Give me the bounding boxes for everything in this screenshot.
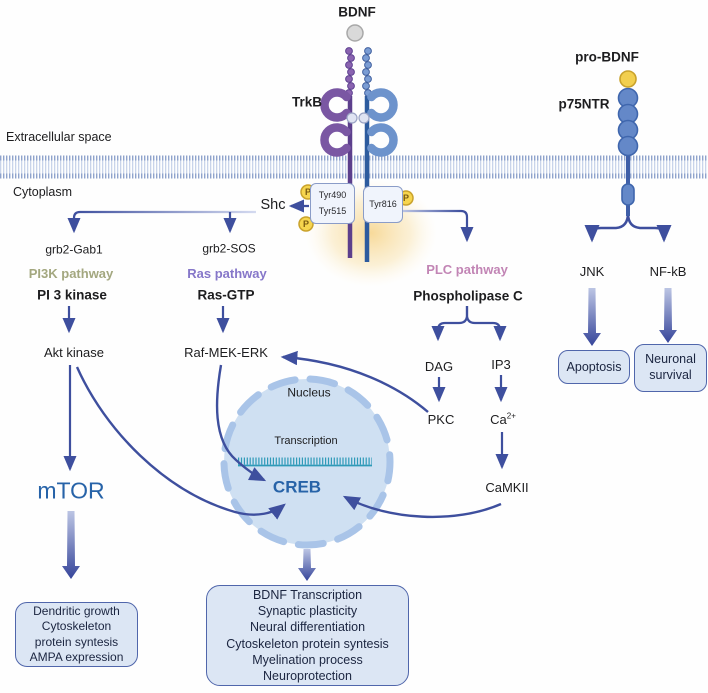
apoptosis-box: Apoptosis xyxy=(558,350,630,384)
nfkb-to-survival-arrow xyxy=(659,288,677,343)
jnk-to-apoptosis-arrow xyxy=(583,288,601,346)
plc-pathway-label: PLC pathway xyxy=(426,261,508,277)
mtor-outcomes-box: Dendritic growth Cytoskeleton protein sy… xyxy=(15,602,138,667)
trkb-bead-chain-blue xyxy=(362,47,372,97)
mtor-to-box-arrow xyxy=(62,511,80,579)
ca2-base: Ca xyxy=(490,412,507,428)
shc-branch-connector xyxy=(67,210,256,234)
nucleus-label: Nucleus xyxy=(287,385,331,400)
creb-outcomes-box: BDNF Transcription Synaptic plasticity N… xyxy=(206,585,409,686)
outcome-arrows xyxy=(62,288,677,581)
jnk-label: JNK xyxy=(579,263,605,279)
raf-to-creb-curve xyxy=(215,364,267,482)
pkc-to-raf-curve xyxy=(280,350,429,413)
pro-bdnf-ligand-sphere xyxy=(619,70,637,88)
shc-label: Shc xyxy=(260,197,286,214)
phospholipase-c-label: Phospholipase C xyxy=(413,288,523,304)
ca2-sup: 2+ xyxy=(506,411,516,421)
phosphate-label: P xyxy=(303,219,309,229)
trkb-domains-blue xyxy=(367,88,398,157)
ip3-label: IP3 xyxy=(491,356,511,372)
nucleus-to-box-arrow xyxy=(298,549,316,581)
ca2-label: Ca2+ xyxy=(490,411,516,428)
p75-juxtamembrane-domain xyxy=(621,183,635,206)
bdnf-label: BDNF xyxy=(338,4,376,20)
transcription-label: Transcription xyxy=(274,434,338,447)
trkb-label: TrkB xyxy=(291,94,323,110)
phosphate-label: P xyxy=(305,187,311,197)
pro-bdnf-label: pro-BDNF xyxy=(575,49,639,65)
tyr816-label: Tyr816 xyxy=(369,199,397,209)
cytoplasm-label: Cytoplasm xyxy=(13,185,73,199)
trkb-bead-chain-purple xyxy=(345,47,355,97)
cell-membrane xyxy=(0,155,708,179)
plc-fork-right xyxy=(465,306,507,342)
tyr515-label: Tyr515 xyxy=(318,206,347,216)
grb2-gab1-label: grb2-Gab1 xyxy=(45,242,103,257)
ras-gtp-label: Ras-GTP xyxy=(197,287,255,303)
akt-kinase-label: Akt kinase xyxy=(44,344,104,360)
nucleus-shape xyxy=(220,375,394,549)
p75ntr-receptor xyxy=(617,70,639,216)
nfkb-label: NF-kB xyxy=(649,263,687,279)
ras-pathway-label: Ras pathway xyxy=(187,265,267,281)
plc-fork-left xyxy=(431,306,469,342)
phosphate-label: P xyxy=(403,193,409,203)
grb2-sos-label: grb2-SOS xyxy=(202,241,256,256)
bdnf-ligand-sphere xyxy=(346,24,364,42)
phosphate-icon xyxy=(298,216,314,232)
neuronal-survival-box: Neuronal survival xyxy=(634,344,707,392)
p75-to-nfkb-arrow xyxy=(626,212,672,243)
pathway-arrows xyxy=(62,199,672,520)
extracellular-space-label: Extracellular space xyxy=(6,130,112,144)
pkc-label: PKC xyxy=(427,411,455,427)
pi3-kinase-label: PI 3 kinase xyxy=(37,287,107,303)
akt-to-creb-curve xyxy=(75,366,286,520)
camkii-label: CaMKII xyxy=(485,479,529,495)
p75ntr-label: p75NTR xyxy=(558,96,610,112)
tyr490-label: Tyr490 xyxy=(318,190,347,200)
p75-to-jnk-arrow xyxy=(584,212,630,243)
trkb-domains-purple xyxy=(320,88,351,157)
tyr490-515-box: Tyr490 Tyr515 xyxy=(310,183,355,224)
dimer-interface-right xyxy=(358,112,370,124)
tyr816-to-plc-connector xyxy=(402,209,474,243)
mtor-label: mTOR xyxy=(37,477,105,504)
camkii-to-creb-curve xyxy=(342,495,502,519)
dimer-interface-left xyxy=(346,112,358,124)
trkb-receptor xyxy=(320,24,398,262)
creb-label: CREB xyxy=(272,477,322,497)
dag-label: DAG xyxy=(424,358,454,374)
raf-mek-erk-label: Raf-MEK-ERK xyxy=(184,344,268,360)
dna-strand xyxy=(238,457,372,467)
pi3k-pathway-label: PI3K pathway xyxy=(28,265,114,281)
tyr816-box: Tyr816 xyxy=(363,186,403,223)
